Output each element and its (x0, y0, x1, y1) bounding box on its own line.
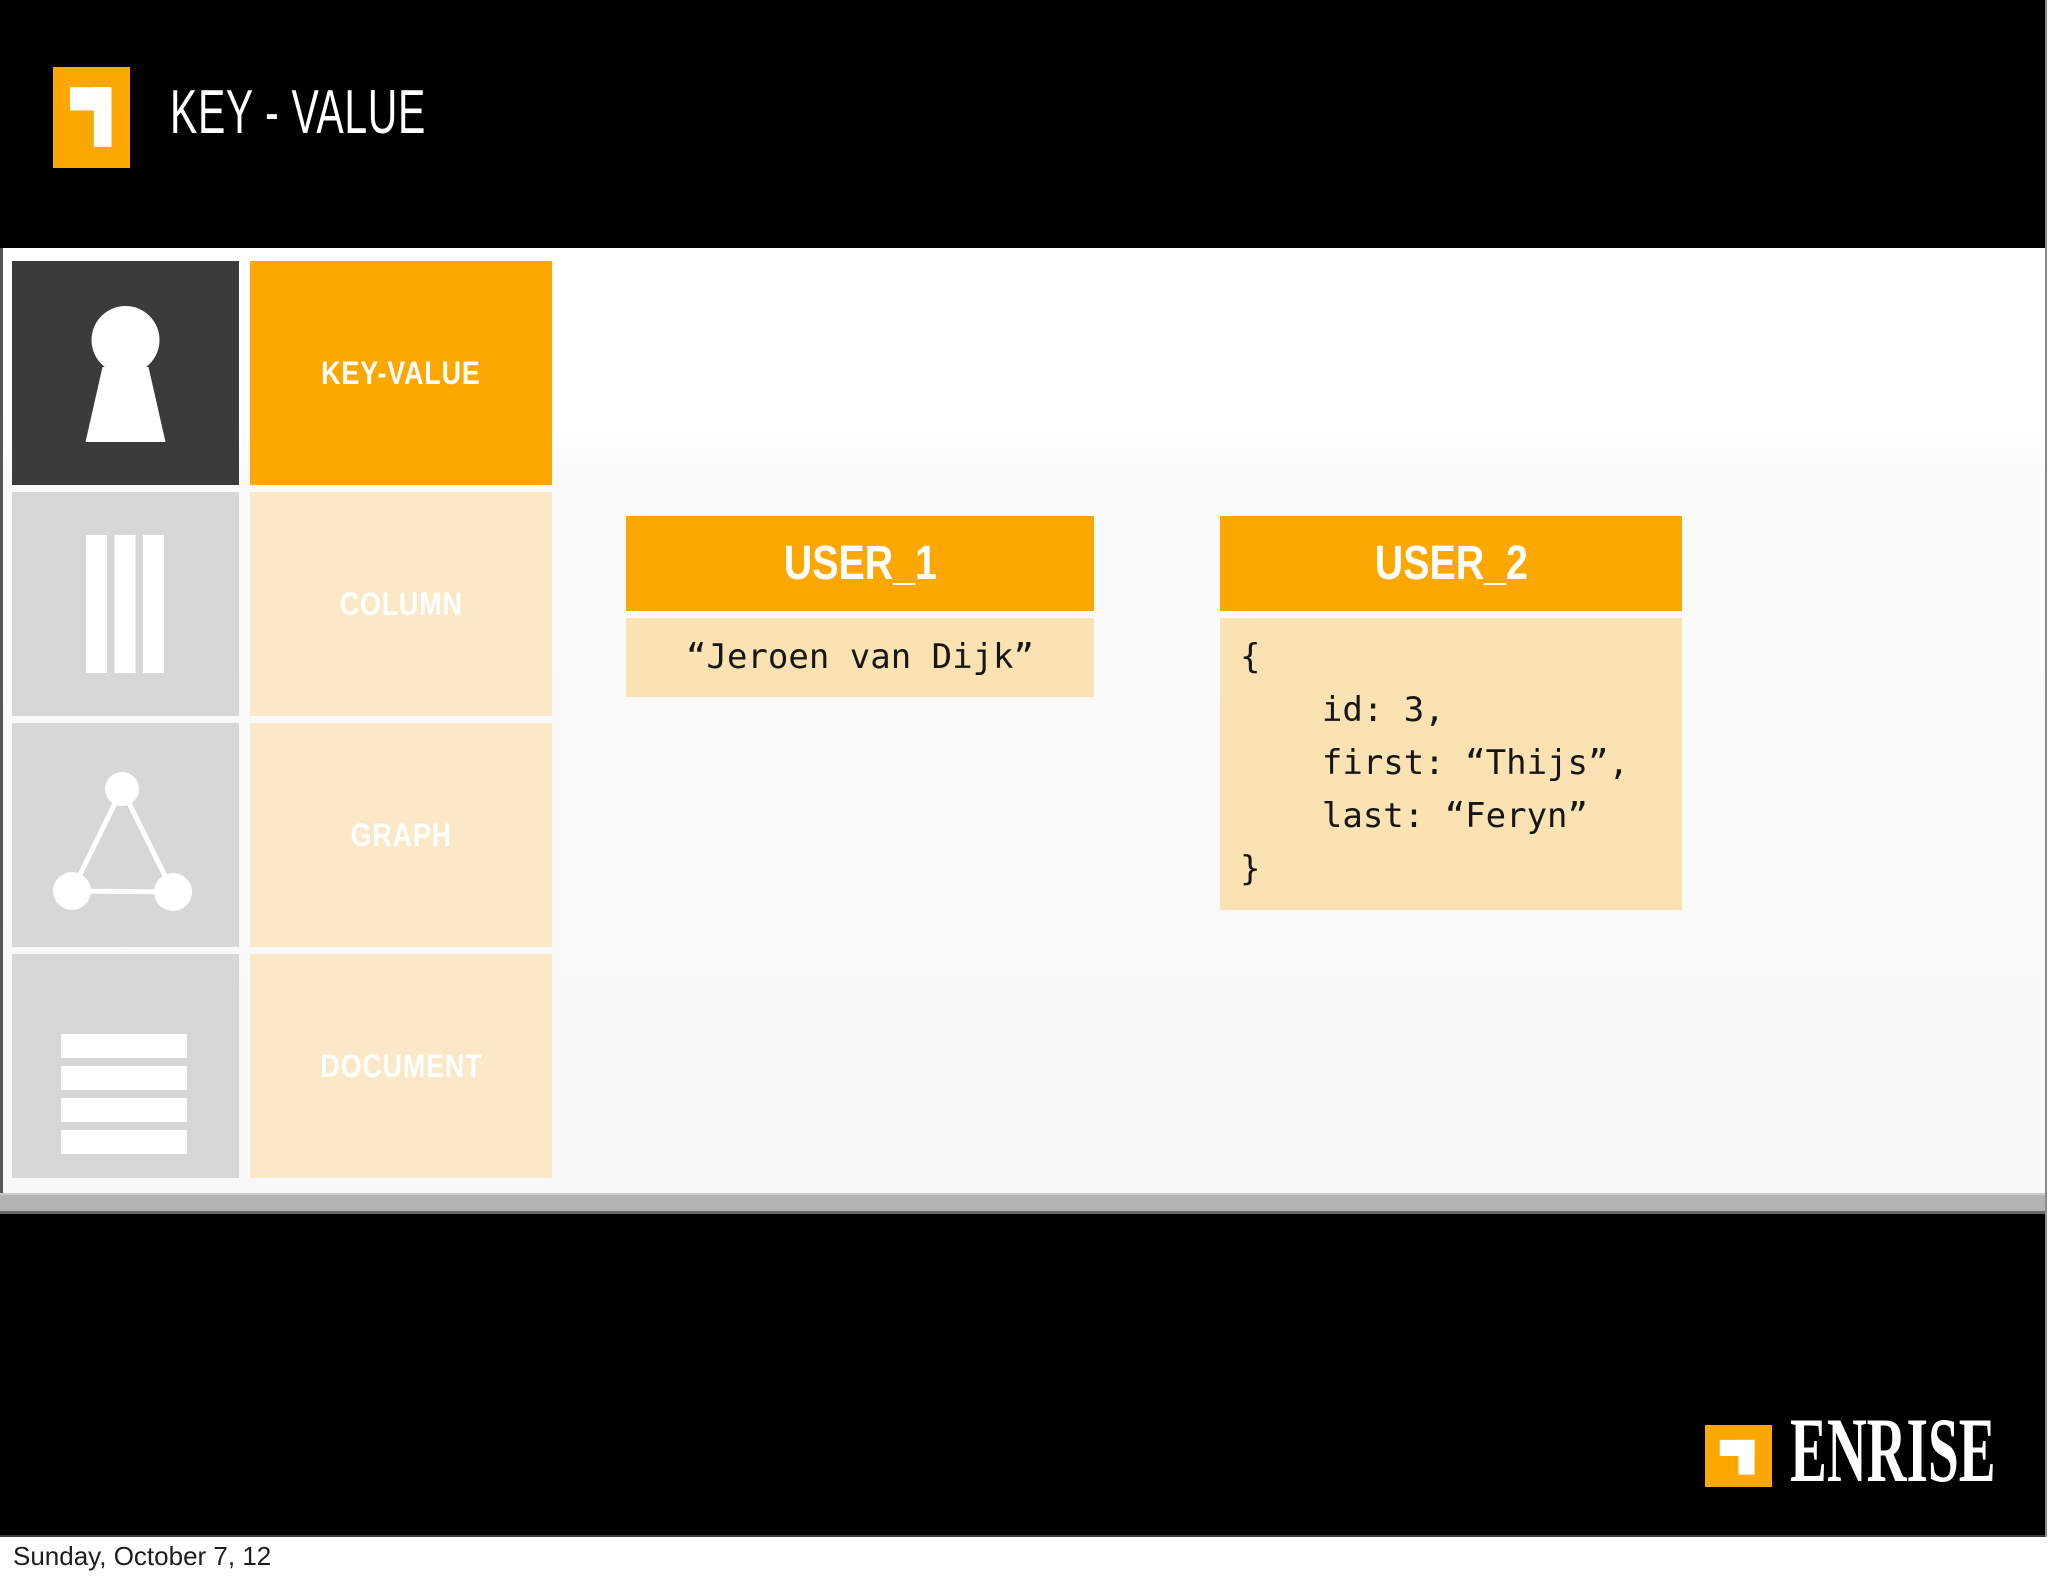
code-line: first: “Thijs”, (1240, 743, 1629, 783)
graph-icon (53, 772, 192, 911)
keyhole-icon (85, 306, 166, 442)
value-text: “Jeroen van Dijk” (686, 637, 1034, 677)
sidebar-item-document: DOCUMENT (250, 954, 552, 1178)
corner-arrow-icon (69, 87, 112, 147)
user-1-card-body: “Jeroen van Dijk” (626, 618, 1094, 697)
enrise-logo-mark (53, 67, 130, 168)
code-line: id: 3, (1240, 690, 1445, 730)
sidebar-item-label: COLUMN (339, 585, 463, 622)
slide-header-bar: KEY - VALUE (0, 0, 2045, 248)
enrise-logo-mark-footer (1705, 1425, 1772, 1487)
brand-wordmark: ENRISE (1790, 1399, 1996, 1501)
sidebar-item-label: GRAPH (350, 816, 452, 853)
sidebar-item-key-value: KEY-VALUE (250, 261, 552, 485)
code-line: } (1240, 849, 1261, 889)
slide: KEY - VALUE KEY-VALUE (0, 0, 2047, 1537)
sidebar-item-label: KEY-VALUE (321, 354, 481, 391)
sidebar-item-graph: GRAPH (250, 723, 552, 947)
code-line: last: “Feryn” (1240, 796, 1588, 836)
user-2-card-header: USER_2 (1220, 516, 1682, 611)
graph-tile (12, 723, 239, 947)
user-2-card-body: { id: 3, first: “Thijs”, last: “Feryn” } (1220, 618, 1682, 910)
slide-footer-bar: ENRISE (0, 1214, 2045, 1537)
card-title: USER_1 (783, 537, 937, 590)
user-1-card-header: USER_1 (626, 516, 1094, 611)
columns-icon (86, 535, 164, 673)
sidebar-item-column: COLUMN (250, 492, 552, 716)
corner-arrow-icon (1719, 1439, 1755, 1475)
keyhole-tile (12, 261, 239, 485)
slide-title: KEY - VALUE (170, 78, 426, 147)
slide-content: KEY-VALUE COLUMN (0, 248, 2045, 1193)
presenter-date-bar: Sunday, October 7, 12 (0, 1537, 2048, 1576)
date-stamp: Sunday, October 7, 12 (13, 1541, 272, 1571)
document-icon (61, 1034, 187, 1154)
columns-tile (12, 492, 239, 716)
document-tile (12, 954, 239, 1178)
divider-band (0, 1193, 2045, 1214)
card-title: USER_2 (1374, 537, 1528, 590)
code-line: { (1240, 637, 1261, 677)
sidebar-item-label: DOCUMENT (319, 1047, 483, 1084)
